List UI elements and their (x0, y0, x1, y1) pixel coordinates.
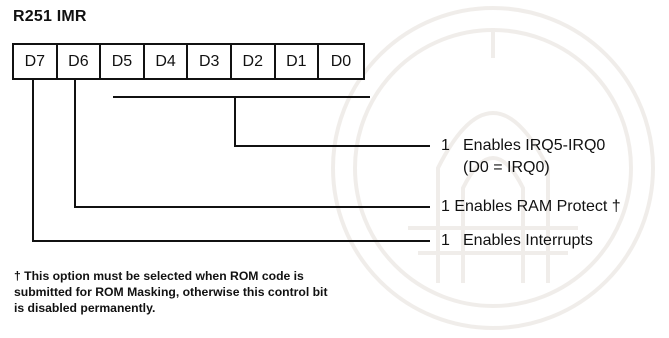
register-bit-row: D7 D6 D5 D4 D3 D2 D1 D0 (12, 43, 365, 80)
irq-description: 1 Enables IRQ5-IRQ0 (441, 137, 605, 155)
bit-cell-d6: D6 (58, 45, 102, 78)
bit-cell-d3: D3 (188, 45, 232, 78)
register-title: R251 IMR (13, 8, 87, 25)
ram-text: Enables RAM Protect † (454, 198, 621, 215)
bit-cell-d1: D1 (276, 45, 320, 78)
connector-irq-line (234, 97, 430, 147)
bit-cell-d2: D2 (232, 45, 276, 78)
interrupts-description: 1 Enables Interrupts (441, 232, 593, 250)
interrupts-text: Enables Interrupts (463, 232, 593, 249)
bit-cell-d5: D5 (101, 45, 145, 78)
footnote-line-3: is disabled permanently. (14, 301, 156, 315)
bit-cell-d4: D4 (145, 45, 189, 78)
ram-description: 1 Enables RAM Protect † (441, 198, 621, 216)
footnote-line-2: submitted for ROM Masking, otherwise thi… (14, 285, 328, 299)
irq-value: 1 (441, 137, 450, 154)
watermark-seal-icon (331, 6, 655, 330)
ram-value: 1 (441, 198, 450, 215)
footnote-line-1: † This option must be selected when ROM … (14, 269, 304, 283)
connector-interrupts-line (32, 78, 430, 242)
irq-text: Enables IRQ5-IRQ0 (463, 137, 606, 154)
footnote: † This option must be selected when ROM … (14, 268, 444, 316)
connector-ram-line (74, 78, 430, 208)
interrupts-value: 1 (441, 232, 450, 249)
irq-subtext: (D0 = IRQ0) (463, 159, 550, 176)
bit-cell-d7: D7 (14, 45, 58, 78)
bit-cell-d0: D0 (330, 52, 352, 70)
